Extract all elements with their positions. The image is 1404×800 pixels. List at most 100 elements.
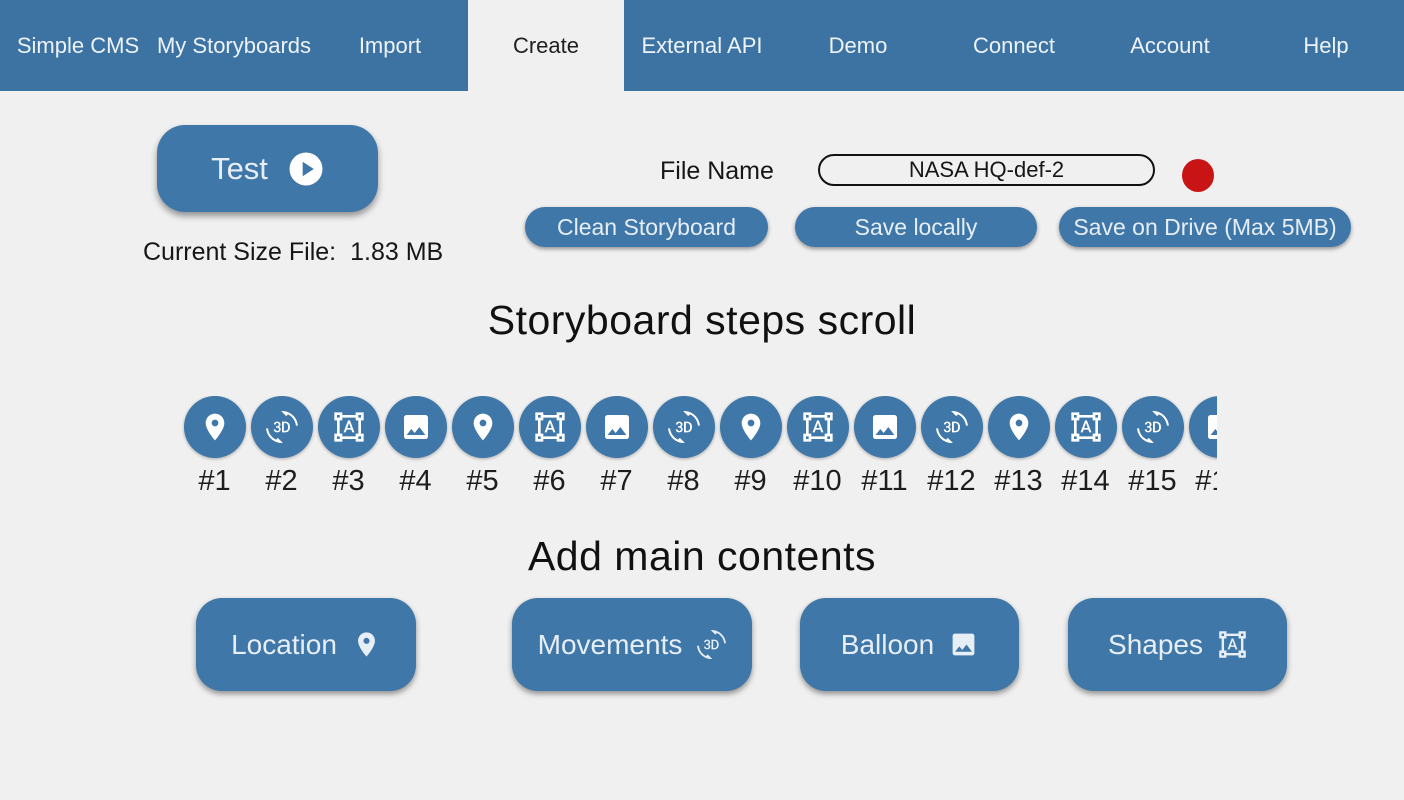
add-balloon-label: Balloon <box>840 628 935 660</box>
step-thumbnail[interactable] <box>920 396 983 458</box>
step-label: #10 <box>793 465 842 497</box>
format-shapes-icon <box>534 411 566 443</box>
play-circle-icon <box>288 151 324 187</box>
nav-item-label: Demo <box>828 32 888 58</box>
step-item-7: #7 <box>583 396 650 498</box>
step-thumbnail[interactable] <box>250 396 313 458</box>
image-icon <box>869 411 901 443</box>
image-icon <box>601 411 633 443</box>
current-size-label: Current Size File: <box>143 238 337 266</box>
step-item-5: #5 <box>449 396 516 498</box>
step-item-3: #3 <box>315 396 382 498</box>
step-label: #1 <box>198 465 231 497</box>
nav-item-external-api[interactable]: External API <box>624 0 780 91</box>
nav-item-create[interactable]: Create <box>468 0 624 91</box>
top-nav: Simple CMS My Storyboards Import Create … <box>0 0 1404 91</box>
save-on-drive-button[interactable]: Save on Drive (Max 5MB) <box>1059 207 1351 247</box>
step-thumbnail[interactable] <box>719 396 782 458</box>
step-label: #16 <box>1195 465 1217 497</box>
step-item-1: #1 <box>181 396 248 498</box>
nav-item-account[interactable]: Account <box>1092 0 1248 91</box>
rotation-3d-icon <box>265 411 298 443</box>
add-movements-button[interactable]: Movements <box>512 598 752 691</box>
add-movements-label: Movements <box>537 628 683 660</box>
step-thumbnail[interactable] <box>317 396 380 458</box>
nav-item-label: My Storyboards <box>156 32 312 58</box>
step-thumbnail[interactable] <box>451 396 514 458</box>
step-thumbnail[interactable] <box>518 396 581 458</box>
contents-section-title: Add main contents <box>527 533 877 579</box>
nav-item-simple-cms[interactable]: Simple CMS <box>0 0 156 91</box>
step-thumbnail[interactable] <box>585 396 648 458</box>
step-thumbnail[interactable] <box>1188 396 1217 458</box>
step-thumbnail[interactable] <box>987 396 1050 458</box>
step-label: #2 <box>265 465 298 497</box>
step-thumbnail[interactable] <box>183 396 246 458</box>
step-label: #9 <box>734 465 767 497</box>
step-thumbnail[interactable] <box>1121 396 1184 458</box>
format-shapes-icon <box>1218 630 1247 659</box>
step-thumbnail[interactable] <box>384 396 447 458</box>
test-button-label: Test <box>211 150 268 186</box>
step-label: #14 <box>1061 465 1110 497</box>
step-item-14: #14 <box>1052 396 1119 498</box>
steps-track: #1 #2 #3 #4 <box>181 396 1217 498</box>
add-location-button[interactable]: Location <box>196 598 416 691</box>
step-item-9: #9 <box>717 396 784 498</box>
image-icon <box>400 411 432 443</box>
current-size-value: 1.83 MB <box>350 238 444 266</box>
nav-item-label: External API <box>641 32 763 58</box>
nav-item-label: Create <box>512 32 580 58</box>
nav-item-import[interactable]: Import <box>312 0 468 91</box>
step-thumbnail[interactable] <box>786 396 849 458</box>
step-item-6: #6 <box>516 396 583 498</box>
step-item-2: #2 <box>248 396 315 498</box>
step-thumbnail[interactable] <box>853 396 916 458</box>
nav-item-label: Connect <box>973 32 1055 58</box>
location-pin-icon <box>1003 411 1035 443</box>
format-shapes-icon <box>1070 411 1102 443</box>
step-item-12: #12 <box>918 396 985 498</box>
rotation-3d-icon <box>697 630 727 659</box>
current-size-file: Current Size File: 1.83 MB <box>143 238 443 267</box>
rotation-3d-icon <box>1136 411 1169 443</box>
format-shapes-icon <box>802 411 834 443</box>
step-label: #5 <box>466 465 499 497</box>
nav-item-label: Import <box>358 32 422 58</box>
image-icon <box>1204 411 1217 443</box>
add-location-label: Location <box>231 628 337 660</box>
location-pin-icon <box>735 411 767 443</box>
save-locally-button[interactable]: Save locally <box>795 207 1037 247</box>
image-icon <box>949 630 978 659</box>
step-label: #7 <box>600 465 633 497</box>
nav-item-connect[interactable]: Connect <box>936 0 1092 91</box>
step-label: #8 <box>667 465 700 497</box>
nav-item-label: Help <box>1303 32 1349 58</box>
add-shapes-label: Shapes <box>1108 628 1203 660</box>
clean-storyboard-button[interactable]: Clean Storyboard <box>525 207 768 247</box>
steps-section-title: Storyboard steps scroll <box>487 297 917 343</box>
add-balloon-button[interactable]: Balloon <box>800 598 1019 691</box>
step-item-11: #11 <box>851 396 918 498</box>
step-item-15: #15 <box>1119 396 1186 498</box>
nav-item-label: Account <box>1130 32 1210 58</box>
step-item-10: #10 <box>784 396 851 498</box>
location-pin-icon <box>467 411 499 443</box>
storyboard-steps-scroll[interactable]: #1 #2 #3 #4 <box>181 396 1217 500</box>
nav-item-help[interactable]: Help <box>1248 0 1404 91</box>
record-status-dot <box>1182 159 1214 192</box>
add-shapes-button[interactable]: Shapes <box>1068 598 1287 691</box>
rotation-3d-icon <box>667 411 700 443</box>
step-thumbnail[interactable] <box>652 396 715 458</box>
step-label: #11 <box>861 465 908 497</box>
nav-item-demo[interactable]: Demo <box>780 0 936 91</box>
file-name-label: File Name <box>660 157 774 185</box>
location-pin-icon <box>199 411 231 443</box>
step-item-13: #13 <box>985 396 1052 498</box>
step-label: #12 <box>927 465 976 497</box>
step-thumbnail[interactable] <box>1054 396 1117 458</box>
test-button[interactable]: Test <box>157 125 378 212</box>
file-name-input[interactable] <box>818 154 1155 186</box>
nav-item-my-storyboards[interactable]: My Storyboards <box>156 0 312 91</box>
nav-item-label: Simple CMS <box>16 32 140 58</box>
